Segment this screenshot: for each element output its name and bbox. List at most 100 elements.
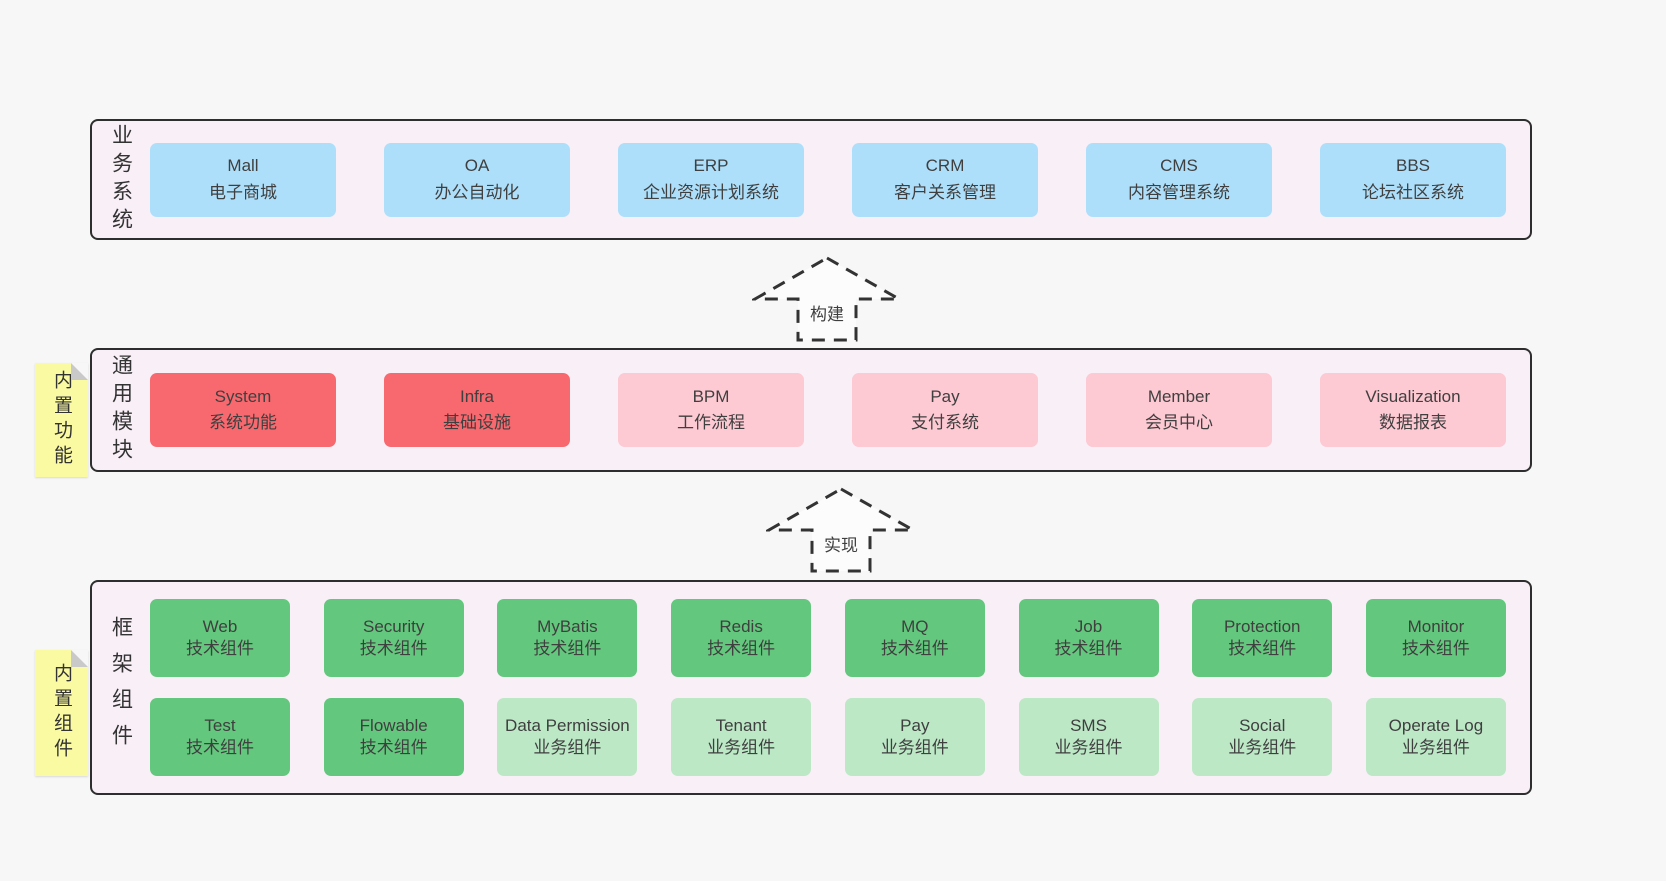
box-subtitle: 技术组件 xyxy=(186,738,254,757)
box-subtitle: 内容管理系统 xyxy=(1128,182,1230,202)
box-subtitle: 基础设施 xyxy=(443,413,511,432)
box-title: Test xyxy=(204,715,236,735)
band-components-label: 框架组件 xyxy=(109,615,133,760)
box-subtitle: 技术组件 xyxy=(533,639,602,658)
box-subtitle: 业务组件 xyxy=(1054,738,1123,757)
box-title: Security xyxy=(362,616,425,636)
box-flowable: Flowable 技术组件 xyxy=(323,698,464,776)
sticky-note-built-in-components: 内置组件 xyxy=(35,650,88,776)
band-business-label: 业务系统 xyxy=(109,123,133,236)
box-social: Social 业务组件 xyxy=(1192,698,1333,776)
box-title: Mall xyxy=(227,156,259,176)
box-subtitle: 技术组件 xyxy=(359,639,428,658)
sticky-label: 内置功能 xyxy=(51,370,72,470)
box-test: Test 技术组件 xyxy=(150,698,290,776)
band-business-systems: 业务系统 Mall 电子商城 OA 办公自动化 ERP 企业资源计划系统 CRM… xyxy=(90,119,1532,240)
build-arrow-up-icon: 构建 xyxy=(752,255,902,343)
box-title: Protection xyxy=(1223,616,1301,636)
box-subtitle: 技术组件 xyxy=(880,639,949,658)
box-mall: Mall 电子商城 xyxy=(150,142,336,217)
band-common-modules: 通用模块 System 系统功能 Infra 基础设施 BPM 工作流程 Pay… xyxy=(90,348,1532,472)
box-subtitle: 技术组件 xyxy=(1228,639,1297,658)
box-pay-component: Pay 业务组件 xyxy=(844,698,985,776)
module-boxes-row: System 系统功能 Infra 基础设施 BPM 工作流程 Pay 支付系统… xyxy=(150,350,1530,470)
box-subtitle: 企业资源计划系统 xyxy=(643,182,779,202)
box-operate-log: Operate Log 业务组件 xyxy=(1365,698,1506,776)
box-subtitle: 论坛社区系统 xyxy=(1362,182,1464,202)
box-mq: MQ 技术组件 xyxy=(844,599,985,677)
box-subtitle: 业务组件 xyxy=(1401,738,1470,757)
box-protection: Protection 技术组件 xyxy=(1192,599,1333,677)
box-title: Tenant xyxy=(715,715,767,735)
box-subtitle: 技术组件 xyxy=(1054,639,1123,658)
box-title: Visualization xyxy=(1365,386,1461,406)
band-label-column: 通用模块 xyxy=(92,350,150,470)
box-title: CMS xyxy=(1160,156,1198,176)
box-member: Member 会员中心 xyxy=(1086,373,1272,447)
box-title: Monitor xyxy=(1407,616,1465,636)
box-web: Web 技术组件 xyxy=(150,599,290,677)
box-subtitle: 业务组件 xyxy=(1228,738,1297,757)
implement-arrow-label: 实现 xyxy=(824,536,858,555)
box-tenant: Tenant 业务组件 xyxy=(671,698,812,776)
box-title: System xyxy=(214,386,272,406)
box-title: MyBatis xyxy=(537,616,598,636)
box-job: Job 技术组件 xyxy=(1018,599,1159,677)
box-title: Pay xyxy=(930,386,960,406)
box-subtitle: 系统功能 xyxy=(209,413,277,432)
box-oa: OA 办公自动化 xyxy=(384,142,570,217)
band-label-column: 业务系统 xyxy=(92,121,150,238)
build-arrow-label: 构建 xyxy=(810,305,844,324)
box-subtitle: 工作流程 xyxy=(677,413,745,432)
band-framework-components: 框架组件 Web 技术组件 Security 技术组件 MyBatis 技术组件… xyxy=(90,580,1532,795)
box-title: Operate Log xyxy=(1388,715,1484,735)
box-erp: ERP 企业资源计划系统 xyxy=(618,142,804,217)
box-title: ERP xyxy=(693,156,729,176)
sticky-fold-corner-icon xyxy=(71,650,88,667)
box-subtitle: 技术组件 xyxy=(707,639,776,658)
box-title: Flowable xyxy=(359,715,428,735)
band-modules-label: 通用模块 xyxy=(109,354,133,466)
box-subtitle: 会员中心 xyxy=(1145,413,1213,432)
box-crm: CRM 客户关系管理 xyxy=(852,142,1038,217)
box-cms: CMS 内容管理系统 xyxy=(1086,142,1272,217)
box-subtitle: 业务组件 xyxy=(880,738,949,757)
box-title: MQ xyxy=(901,616,929,636)
box-title: CRM xyxy=(925,156,965,176)
box-bpm: BPM 工作流程 xyxy=(618,373,804,447)
box-subtitle: 数据报表 xyxy=(1379,413,1447,432)
sticky-note-built-in-features: 内置功能 xyxy=(35,363,88,477)
business-boxes-row: Mall 电子商城 OA 办公自动化 ERP 企业资源计划系统 CRM 客户关系… xyxy=(150,121,1530,238)
sticky-fold-corner-icon xyxy=(71,363,88,380)
box-sms: SMS 业务组件 xyxy=(1018,698,1159,776)
box-title: BBS xyxy=(1395,156,1431,176)
box-redis: Redis 技术组件 xyxy=(671,599,812,677)
box-subtitle: 业务组件 xyxy=(533,738,602,757)
box-subtitle: 技术组件 xyxy=(359,738,428,757)
band-label-column: 框架组件 xyxy=(92,582,150,793)
implement-arrow-up-icon: 实现 xyxy=(766,486,916,574)
box-visualization: Visualization 数据报表 xyxy=(1320,373,1506,447)
sticky-label: 内置组件 xyxy=(51,663,72,763)
box-title: Pay xyxy=(900,715,930,735)
box-data-permission: Data Permission 业务组件 xyxy=(497,698,638,776)
box-bbs: BBS 论坛社区系统 xyxy=(1320,142,1506,217)
box-subtitle: 办公自动化 xyxy=(434,182,520,202)
box-subtitle: 支付系统 xyxy=(911,413,979,432)
box-title: Redis xyxy=(719,616,763,636)
box-system: System 系统功能 xyxy=(150,373,336,447)
box-title: OA xyxy=(464,156,490,176)
box-subtitle: 电子商城 xyxy=(209,182,277,202)
box-security: Security 技术组件 xyxy=(323,599,464,677)
box-title: BPM xyxy=(692,386,730,406)
box-monitor: Monitor 技术组件 xyxy=(1365,599,1506,677)
box-title: Member xyxy=(1147,386,1211,406)
box-subtitle: 业务组件 xyxy=(707,738,776,757)
box-title: Social xyxy=(1239,715,1286,735)
box-title: SMS xyxy=(1070,715,1107,735)
box-title: Job xyxy=(1074,616,1103,636)
box-infra: Infra 基础设施 xyxy=(384,373,570,447)
box-subtitle: 客户关系管理 xyxy=(894,182,996,202)
component-boxes-grid: Web 技术组件 Security 技术组件 MyBatis 技术组件 Redi… xyxy=(150,582,1530,793)
